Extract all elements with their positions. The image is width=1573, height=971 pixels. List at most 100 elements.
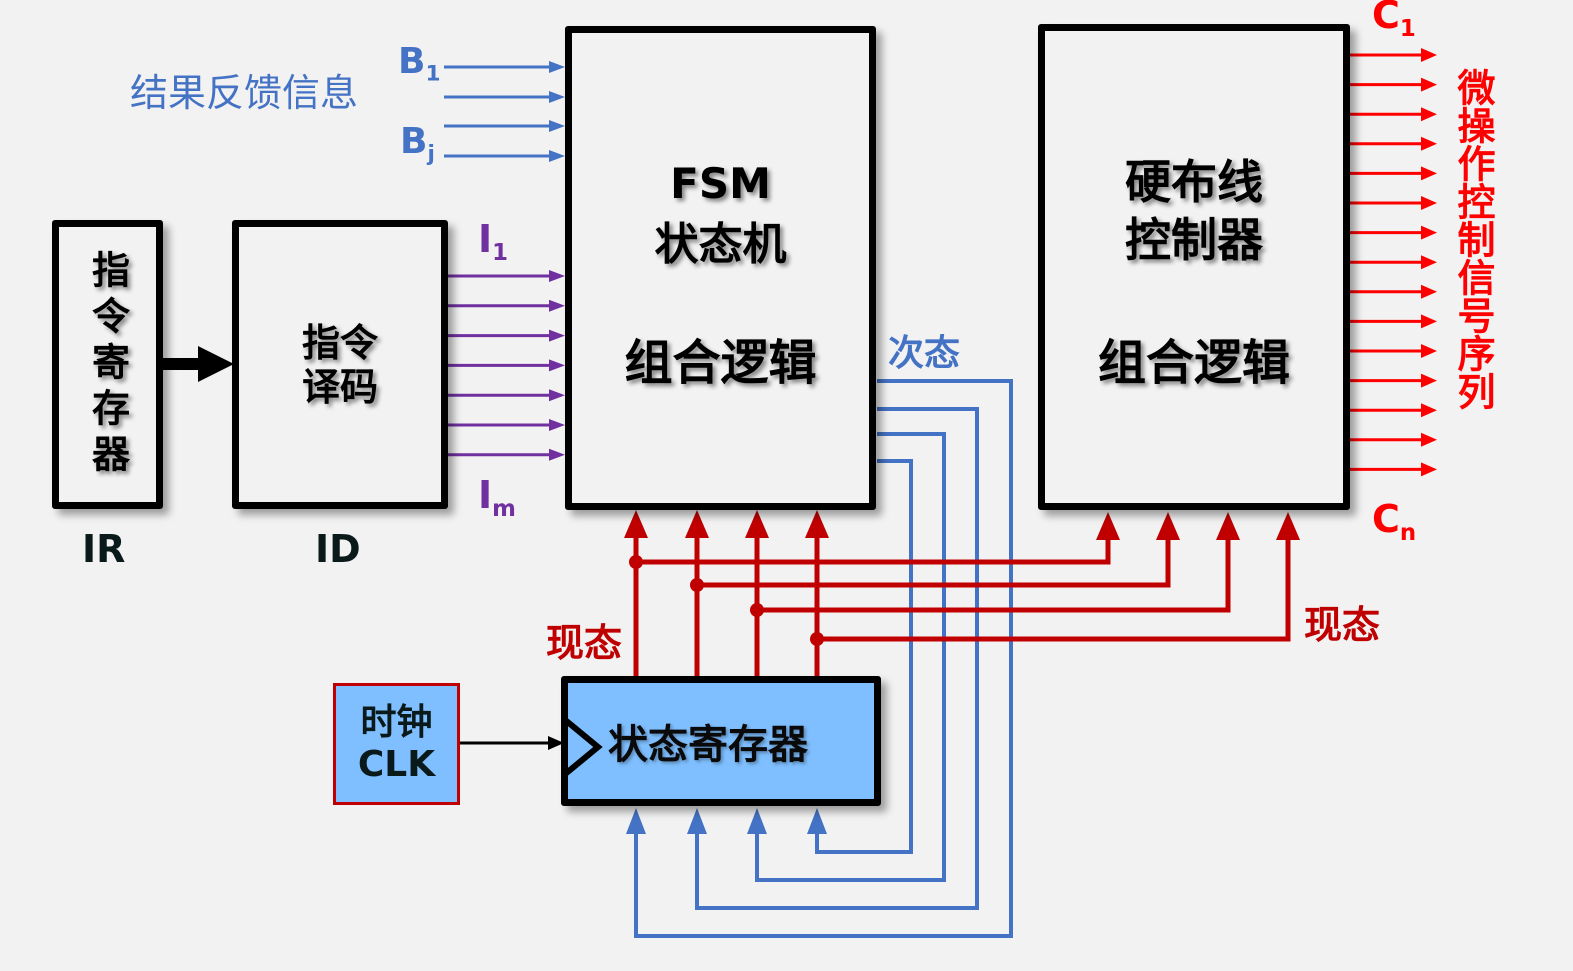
- instruction-signal-arrows: [444, 270, 565, 461]
- control-signal-arrow-head: [1421, 284, 1437, 299]
- clock-edge-triangle-icon: [564, 717, 603, 777]
- junction-dot: [750, 603, 764, 617]
- clock-label-cn: 时钟: [360, 702, 433, 743]
- next-state-wire: [634, 379, 1013, 938]
- bj-base: B: [400, 121, 428, 162]
- instruction-arrow-head: [549, 359, 565, 372]
- instruction-arrow-head: [549, 329, 565, 342]
- current-state-tap-wire: [697, 534, 1171, 588]
- cn-base: C: [1372, 497, 1400, 541]
- current-state-arrowhead-fsm: [685, 510, 709, 538]
- control-signal-arrow-head: [1421, 225, 1437, 240]
- hardwired-controller-box: 硬布线 控制器 组合逻辑: [1038, 24, 1350, 510]
- controller-title-line1: 硬布线: [1125, 155, 1263, 209]
- junction-dot: [629, 555, 643, 569]
- next-state-label: 次态: [888, 333, 961, 374]
- cn-label: Cn: [1372, 500, 1416, 545]
- c1-label: C1: [1372, 0, 1416, 41]
- controller-logic-label: 组合逻辑: [1097, 335, 1290, 391]
- next-state-arrowhead: [626, 808, 646, 834]
- control-signal-sequence-label: 微操作控制信号序列: [1451, 68, 1495, 410]
- current-state-tap-wire: [636, 534, 1111, 565]
- fsm-subtitle: 状态机: [654, 219, 787, 270]
- fsm-logic-label: 组合逻辑: [624, 335, 817, 391]
- current-state-arrowhead-fsm: [624, 510, 648, 538]
- bj-sub: j: [427, 141, 435, 167]
- control-signal-arrow-head: [1421, 136, 1437, 151]
- current-state-tap-wire: [817, 534, 1291, 642]
- id-text-line2: 译码: [301, 364, 378, 409]
- feedback-arrows: [444, 61, 565, 162]
- current-state-label-left: 现态: [546, 621, 623, 665]
- im-base: I: [478, 473, 493, 517]
- state-register-box: 状态寄存器: [561, 676, 881, 806]
- control-signal-arrow-head: [1421, 432, 1437, 447]
- clock-box: 时钟 CLK: [333, 683, 460, 805]
- clock-arrowhead: [548, 736, 564, 750]
- instruction-arrow-head: [549, 448, 565, 461]
- instruction-arrow-head: [549, 299, 565, 312]
- c1-base: C: [1372, 0, 1400, 37]
- junction-dot: [690, 578, 704, 592]
- current-state-arrowhead-fsm: [805, 510, 829, 538]
- ir-to-id-arrowhead: [198, 346, 234, 382]
- id-text-line1: 指令: [301, 320, 378, 365]
- current-state-label-right: 现态: [1304, 603, 1381, 647]
- fsm-title: FSM: [670, 159, 771, 208]
- control-signal-arrows: [1350, 48, 1437, 477]
- controller-title-line2: 控制器: [1125, 213, 1263, 267]
- instruction-arrow-head: [549, 389, 565, 402]
- current-state-arrowhead-controller: [1096, 512, 1120, 540]
- next-state-wires: [626, 379, 1013, 938]
- feedback-arrow-head: [549, 91, 565, 103]
- current-state-arrowhead-controller: [1156, 512, 1180, 540]
- state-register-label: 状态寄存器: [608, 722, 808, 768]
- ir-caption: IR: [82, 527, 126, 571]
- fsm-box: FSM 状态机 组合逻辑: [565, 26, 876, 510]
- control-signal-arrow-head: [1421, 403, 1437, 418]
- next-state-wire: [695, 407, 979, 910]
- feedback-arrow-head: [549, 120, 565, 132]
- ir-text: 指令寄存器: [85, 249, 130, 480]
- cn-sub: n: [1399, 519, 1417, 546]
- feedback-arrow-head: [549, 150, 565, 162]
- current-state-arrowhead-controller: [1276, 512, 1300, 540]
- control-signal-arrow-head: [1421, 196, 1437, 210]
- control-signal-arrow-head: [1421, 462, 1437, 477]
- instruction-register-box: 指令寄存器: [52, 220, 163, 509]
- next-state-wire: [755, 432, 946, 882]
- i1-base: I: [478, 217, 493, 261]
- next-state-wire: [815, 459, 913, 854]
- b1-label: B1: [398, 44, 440, 85]
- i1-label: I1: [478, 220, 508, 265]
- control-signal-arrow-head: [1421, 166, 1437, 181]
- current-state-wires: [624, 510, 1300, 676]
- current-state-arrowhead-fsm: [745, 510, 769, 538]
- feedback-arrow-head: [549, 61, 565, 73]
- feedback-label: 结果反馈信息: [130, 71, 359, 115]
- current-state-tap-wire: [757, 534, 1231, 613]
- instruction-arrow-head: [549, 270, 565, 282]
- clock-label-en: CLK: [357, 744, 436, 785]
- control-signal-arrow-head: [1421, 48, 1437, 62]
- junction-dot: [810, 632, 824, 646]
- b1-sub: 1: [425, 61, 441, 87]
- control-signal-arrow-head: [1421, 314, 1437, 329]
- next-state-arrowhead: [747, 808, 767, 834]
- control-signal-arrow-head: [1421, 344, 1437, 358]
- control-signal-arrow-head: [1421, 77, 1437, 92]
- id-caption: ID: [315, 527, 361, 571]
- next-state-arrowhead: [687, 808, 707, 834]
- control-signal-arrow-head: [1421, 107, 1437, 122]
- c1-sub: 1: [1399, 15, 1416, 42]
- control-signal-arrow-head: [1421, 373, 1437, 388]
- bj-label: Bj: [400, 124, 435, 165]
- current-state-arrowhead-controller: [1216, 512, 1240, 540]
- instruction-arrow-head: [549, 419, 565, 431]
- im-label: Im: [478, 476, 516, 521]
- control-signal-arrow-head: [1421, 255, 1437, 270]
- instruction-decoder-box: 指令 译码: [232, 220, 448, 509]
- next-state-arrowhead: [807, 808, 827, 834]
- i1-sub: 1: [492, 239, 509, 266]
